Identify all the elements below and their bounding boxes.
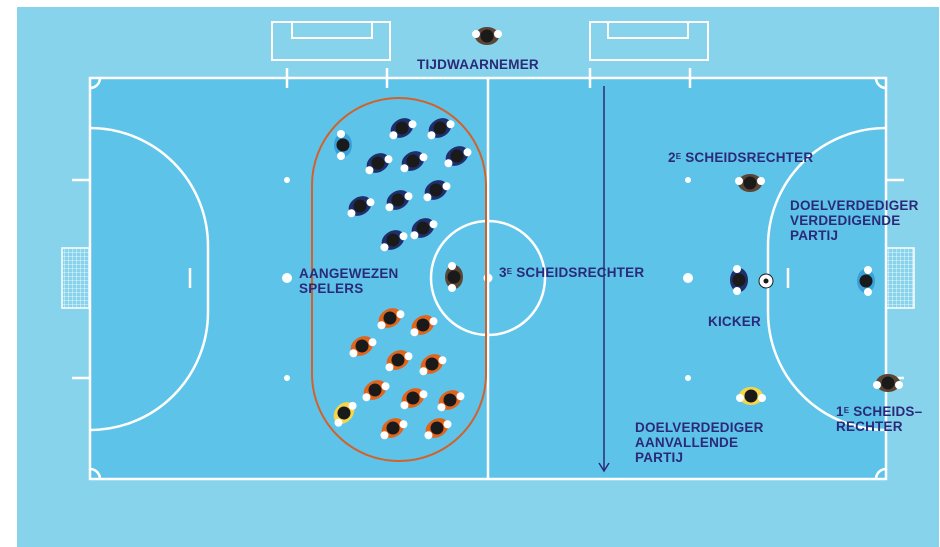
goal-net-icon: [61, 247, 91, 309]
attacking-goalkeeper-label: DOELVERDEDIGER AANVALLENDE PARTIJ: [635, 420, 764, 465]
kicker-label: KICKER: [708, 314, 761, 329]
defending-goalkeeper-label: DOELVERDEDIGER VERDEDIGENDE PARTIJ: [790, 198, 919, 243]
designated-players-label: AANGEWEZEN SPELERS: [299, 266, 399, 296]
goal-net-icon: [885, 247, 915, 309]
pitch-spots: [282, 177, 693, 381]
ball-icon: [758, 273, 774, 289]
designated-players-zone: [311, 97, 487, 462]
second-referee-label: 2E SCHEIDSRECHTER: [668, 150, 814, 165]
timekeeper-label: TIJDWAARNEMER: [417, 57, 539, 72]
third-referee-label: 3E SCHEIDSRECHTER: [499, 265, 645, 280]
first-referee-label: 1E SCHEIDS– RECHTER: [836, 404, 923, 434]
arrow-down-icon: [598, 86, 610, 473]
bench-areas: [271, 21, 709, 61]
